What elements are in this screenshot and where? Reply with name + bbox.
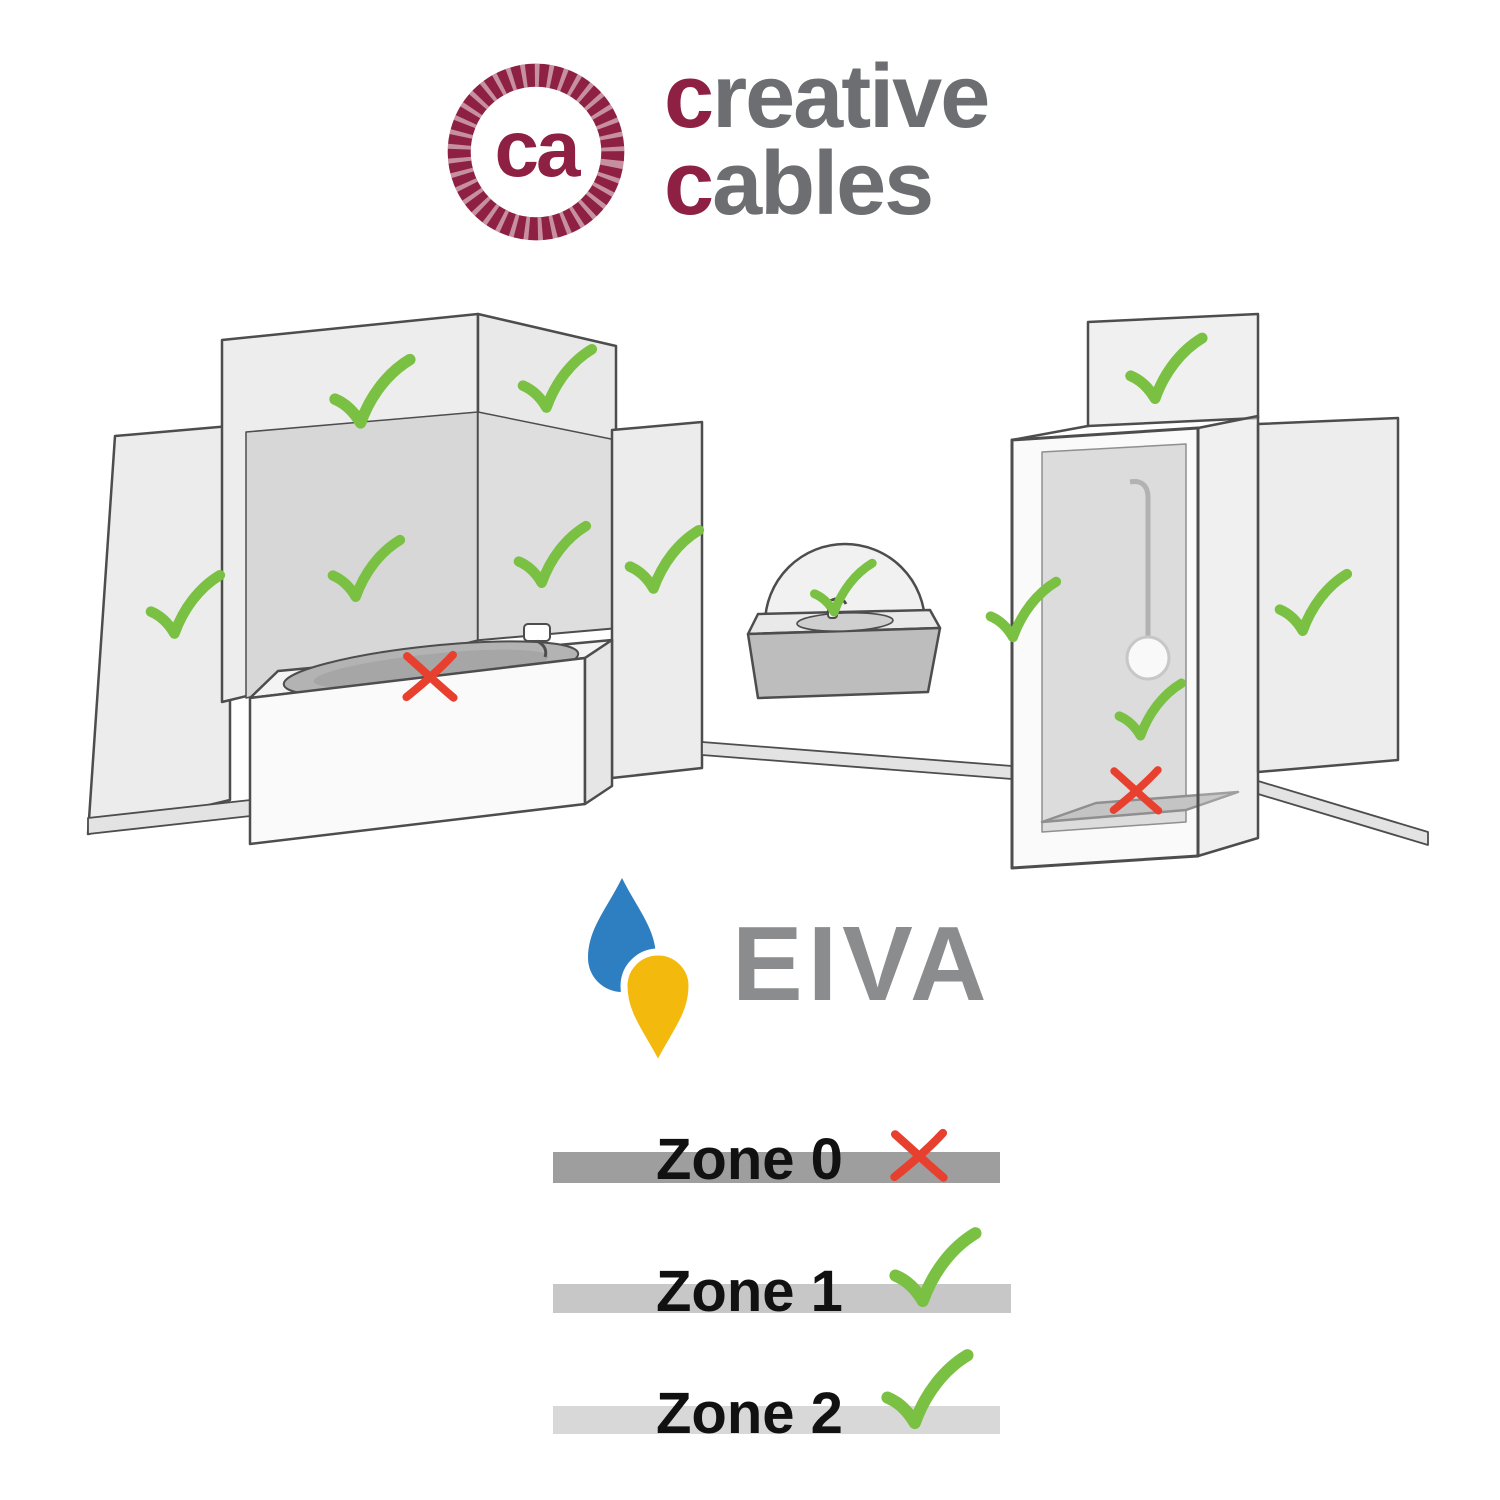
zone2-label: Zone 2: [656, 1381, 843, 1446]
check-icon: [1124, 332, 1208, 408]
check-icon: [328, 353, 416, 433]
legend-check-icon: [888, 1226, 982, 1312]
zone0-label: Zone 0: [656, 1127, 843, 1192]
brand-wordmark: creative cables: [664, 52, 990, 229]
marks-layer: [0, 298, 1500, 882]
zone1-label: Zone 1: [656, 1259, 843, 1324]
brand-word-creative: creative: [664, 52, 990, 142]
brand-word1-rest: reative: [712, 47, 990, 147]
brand-word1-initial: c: [664, 47, 714, 147]
eiva-drops-icon: [588, 878, 696, 1072]
check-icon: [985, 576, 1062, 646]
cross-icon: [1107, 763, 1166, 817]
cross-icon: [399, 648, 461, 704]
creative-cables-badge: ca: [440, 56, 632, 248]
shower-glass-front: [1010, 426, 1200, 870]
check-icon: [517, 343, 598, 417]
brand-word-cables: cables: [664, 139, 988, 229]
brand-word2-rest: ables: [712, 134, 934, 235]
bathroom-illustration: [0, 298, 1500, 882]
legend-check-icon: [880, 1348, 974, 1434]
legend-cross-icon: [886, 1126, 952, 1184]
check-icon: [1274, 568, 1353, 640]
bathtub-faucet: [523, 623, 551, 658]
check-icon: [809, 558, 877, 620]
check-icon: [624, 524, 705, 598]
check-icon: [145, 569, 226, 643]
shower-enclosure: [1010, 312, 1400, 870]
brand-word2-initial: c: [664, 134, 714, 235]
rope-circle-icon: [447, 63, 625, 241]
brand-monogram: ca: [494, 104, 581, 193]
check-icon: [327, 534, 406, 606]
bathroom-walls-left: [86, 312, 704, 836]
check-icon: [1114, 678, 1187, 744]
bathtub: [248, 623, 614, 846]
zone1-bar: [553, 1284, 1011, 1313]
eiva-wordmark: EIVA: [732, 905, 992, 1023]
check-icon: [513, 520, 592, 592]
pendant-lamp: [1125, 479, 1171, 681]
